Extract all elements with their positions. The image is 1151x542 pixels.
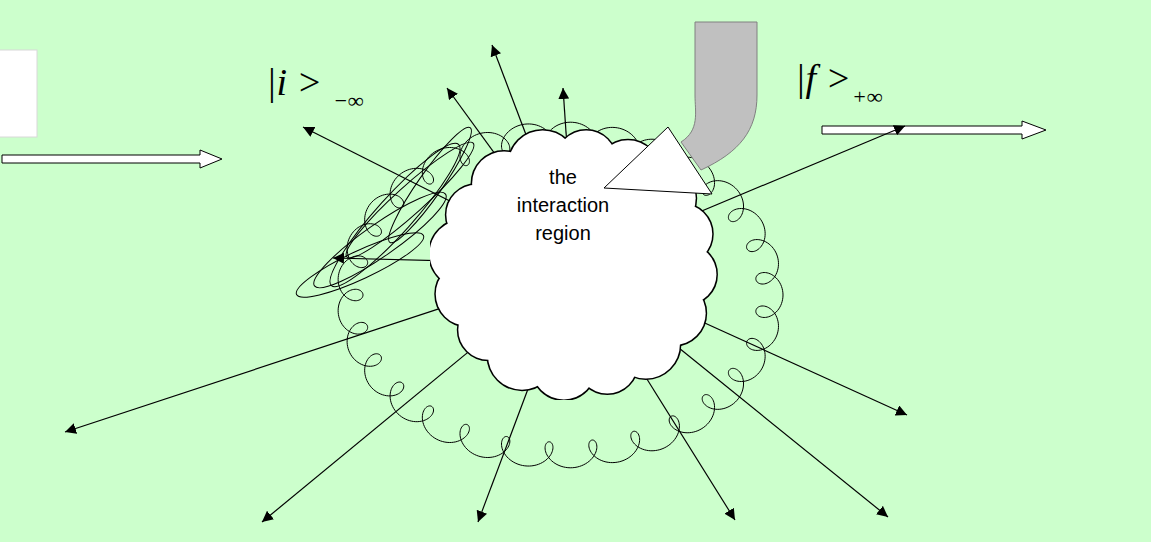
region-label: the interaction region xyxy=(505,163,621,247)
white-panel xyxy=(0,50,37,137)
incoming-arrow xyxy=(2,150,222,168)
initial-state: |i > xyxy=(266,60,322,104)
elongated-loop xyxy=(291,223,430,308)
ray-arrow xyxy=(681,312,907,415)
outgoing-rays xyxy=(65,45,907,522)
cloud-region: the interaction region xyxy=(430,128,720,400)
ray-arrow xyxy=(634,359,735,520)
curved-block-arrow xyxy=(681,22,757,170)
cloud-core xyxy=(463,160,687,368)
ray-arrow xyxy=(664,336,888,517)
ray-arrow xyxy=(65,301,464,432)
ray-arrow xyxy=(262,337,487,522)
final-state: |f > xyxy=(795,56,851,100)
looping-trajectory xyxy=(338,122,783,468)
ray-arrow xyxy=(478,368,536,522)
state-subscript: −∞ xyxy=(333,88,364,114)
particle-trajectories xyxy=(291,121,783,468)
state-subscript: +∞ xyxy=(852,84,883,110)
outgoing-arrow xyxy=(822,121,1046,139)
